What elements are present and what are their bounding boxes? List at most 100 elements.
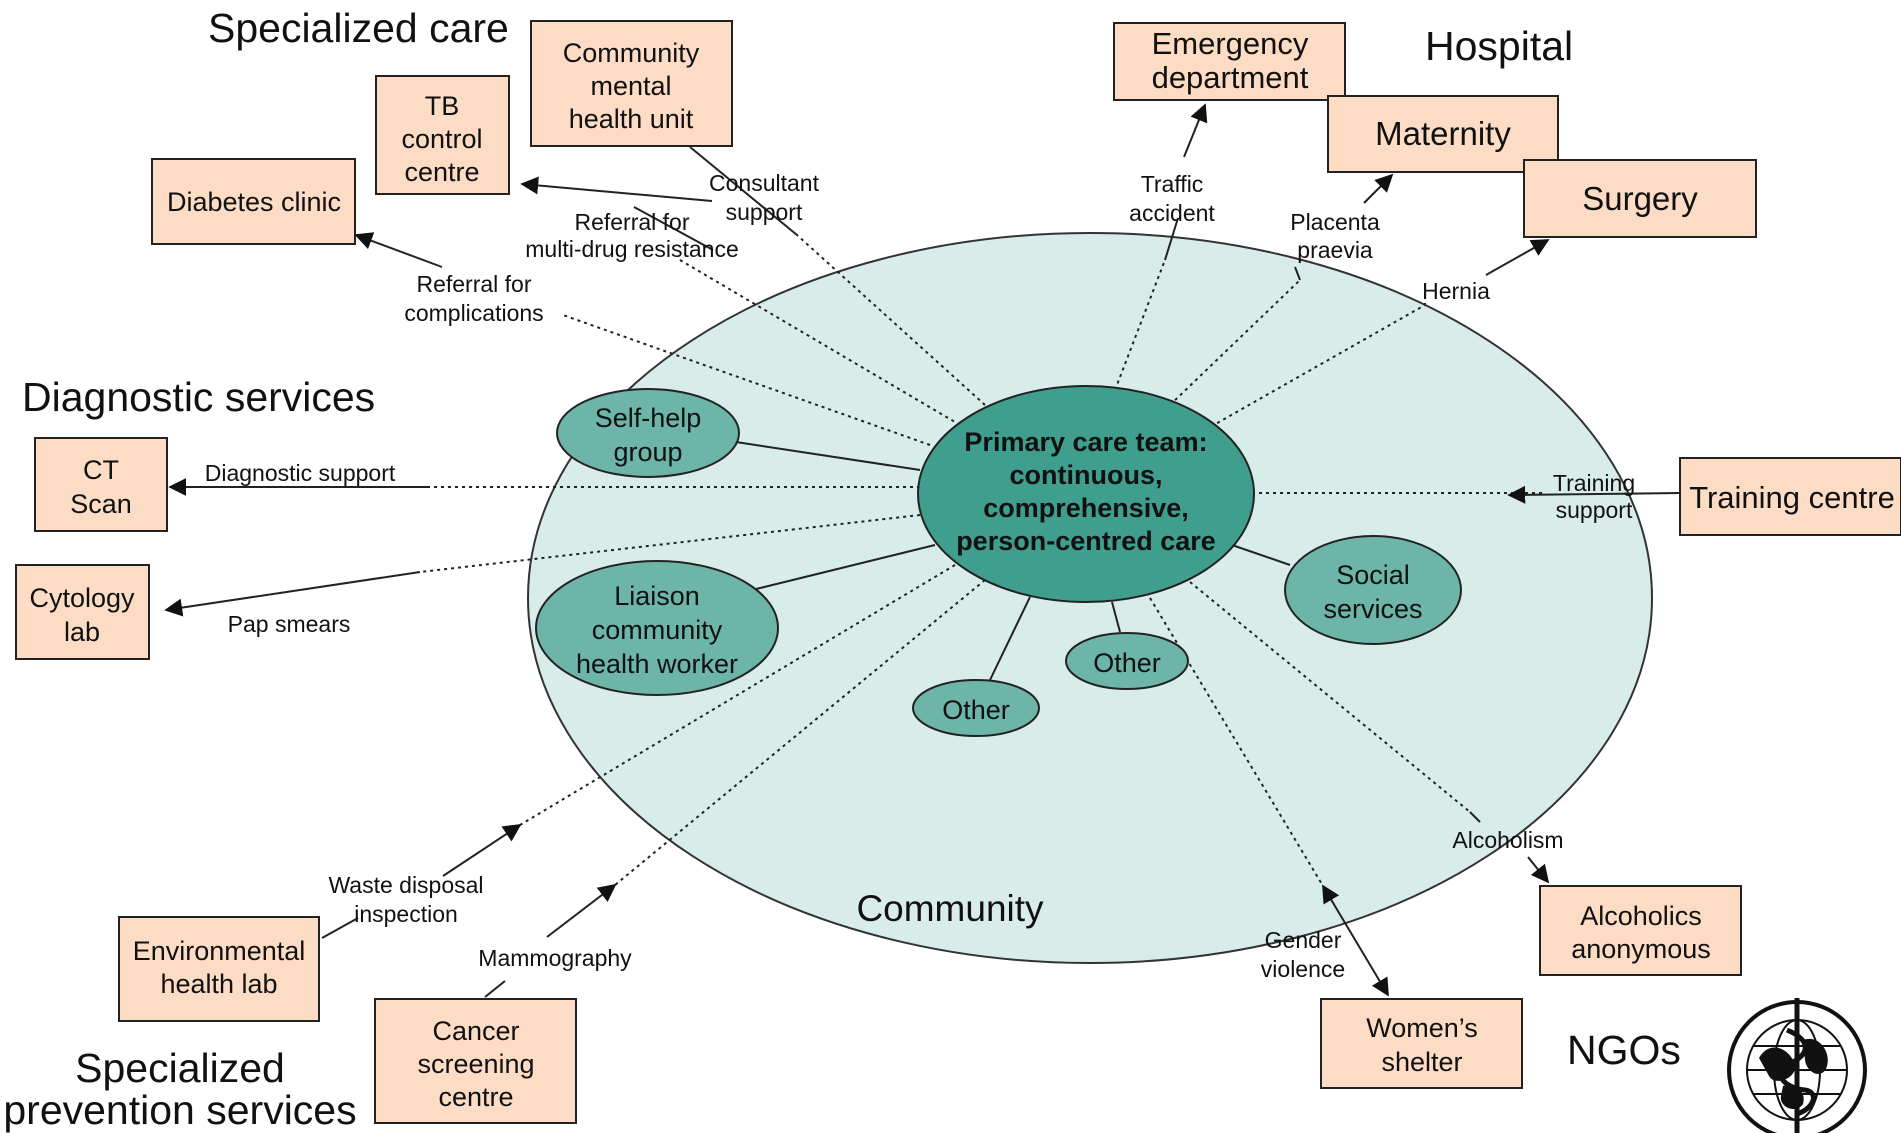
svg-text:centre: centre (438, 1082, 513, 1112)
svg-text:TB: TB (425, 91, 460, 121)
svg-text:person-centred care: person-centred care (956, 526, 1216, 556)
svg-text:services: services (1323, 594, 1422, 624)
svg-text:community: community (592, 615, 723, 645)
svg-text:Consultant: Consultant (709, 170, 820, 196)
waste-disposal-label: Waste disposal inspection (328, 872, 483, 927)
svg-text:Diagnostic support: Diagnostic support (205, 460, 396, 486)
svg-text:continuous,: continuous, (1010, 460, 1163, 490)
region-hospital: Hospital (1425, 23, 1573, 69)
pap-smears-label: Pap smears (228, 611, 351, 637)
surgery-box: Surgery (1523, 159, 1757, 238)
social-services: Social services (1284, 535, 1462, 645)
svg-text:Placenta: Placenta (1290, 209, 1380, 235)
svg-text:Alcoholism: Alcoholism (1452, 827, 1563, 853)
svg-text:health unit: health unit (569, 104, 694, 134)
svg-text:anonymous: anonymous (1571, 934, 1711, 964)
svg-text:Referral for: Referral for (416, 271, 531, 297)
womens-shelter-box: Women’s shelter (1320, 998, 1523, 1089)
svg-text:Mammography: Mammography (478, 945, 632, 971)
svg-text:support: support (1556, 497, 1633, 523)
svg-text:control: control (401, 124, 482, 154)
svg-text:violence: violence (1261, 956, 1345, 982)
dotted-connectors (419, 234, 1545, 887)
diabetes-clinic-box: Diabetes clinic (151, 158, 356, 245)
svg-text:Cancer: Cancer (432, 1016, 519, 1046)
traffic-accident-label: Traffic accident (1129, 171, 1215, 226)
emergency-department-box: Emergency department (1113, 22, 1346, 101)
svg-text:Pap smears: Pap smears (228, 611, 351, 637)
svg-text:shelter: shelter (1381, 1047, 1462, 1077)
svg-text:Alcoholics: Alcoholics (1580, 901, 1702, 931)
region-diagnostic-services: Diagnostic services (22, 374, 375, 420)
svg-text:Women’s: Women’s (1366, 1013, 1478, 1043)
training-centre-box: Training centre (1679, 457, 1901, 536)
region-community: Community (856, 888, 1044, 929)
svg-text:complications: complications (404, 300, 543, 326)
who-emblem-icon (1727, 998, 1867, 1133)
svg-text:Gender: Gender (1265, 927, 1342, 953)
svg-text:Self-help: Self-help (595, 403, 702, 433)
svg-text:Other: Other (1093, 648, 1161, 678)
link-arrows (164, 103, 1681, 998)
svg-text:CT: CT (83, 455, 119, 485)
diagnostic-support-label: Diagnostic support (205, 460, 396, 486)
svg-text:inspection: inspection (354, 901, 458, 927)
svg-text:praevia: praevia (1297, 237, 1373, 263)
svg-text:Referral for: Referral for (574, 209, 689, 235)
svg-text:Liaison: Liaison (614, 581, 700, 611)
svg-text:Training: Training (1553, 470, 1635, 496)
svg-text:multi-drug resistance: multi-drug resistance (525, 236, 738, 262)
svg-text:Emergency: Emergency (1152, 26, 1309, 61)
svg-text:Other: Other (942, 695, 1010, 725)
svg-text:accident: accident (1129, 200, 1215, 226)
svg-text:Maternity: Maternity (1375, 115, 1511, 152)
svg-text:Cytology: Cytology (29, 583, 135, 613)
mammography-label: Mammography (478, 945, 632, 971)
svg-text:Traffic: Traffic (1141, 171, 1204, 197)
svg-text:comprehensive,: comprehensive, (983, 493, 1189, 523)
region-ngos: NGOs (1567, 1027, 1681, 1073)
svg-text:lab: lab (64, 617, 100, 647)
svg-text:Social: Social (1336, 560, 1410, 590)
community-mental-health-unit-box: Community mental health unit (530, 20, 733, 147)
mdr-referral-label: Referral for multi-drug resistance (525, 209, 738, 262)
placenta-praevia-label: Placenta praevia (1290, 209, 1380, 263)
svg-text:support: support (726, 199, 803, 225)
svg-text:Waste disposal: Waste disposal (328, 872, 483, 898)
alcoholics-anonymous-box: Alcoholics anonymous (1539, 885, 1742, 976)
svg-text:Primary care team:: Primary care team: (964, 427, 1207, 457)
hernia-label: Hernia (1422, 278, 1490, 304)
other-right: Other (1065, 632, 1189, 690)
svg-text:Scan: Scan (70, 489, 132, 519)
ct-scan-box: CT Scan (34, 437, 168, 532)
self-help-group: Self-help group (556, 388, 740, 478)
primary-care-team: Primary care team: continuous, comprehen… (917, 385, 1255, 603)
liaison-community-health-worker: Liaison community health worker (535, 560, 779, 696)
other-left: Other (912, 679, 1040, 737)
training-support-label: Training support (1553, 470, 1635, 523)
svg-text:screening: screening (417, 1049, 534, 1079)
alcoholism-label: Alcoholism (1452, 827, 1563, 853)
svg-text:group: group (613, 437, 682, 467)
svg-text:centre: centre (404, 157, 479, 187)
region-specialized-prevention-line1: Specialized (75, 1045, 285, 1091)
cancer-screening-centre-box: Cancer screening centre (374, 998, 577, 1124)
svg-text:health lab: health lab (160, 969, 277, 999)
region-specialized-prevention-line2: prevention services (3, 1087, 356, 1133)
consultant-support-label: Consultant support (709, 170, 820, 225)
complications-referral-label: Referral for complications (404, 271, 543, 326)
svg-text:Surgery: Surgery (1582, 180, 1698, 217)
svg-text:Diabetes clinic: Diabetes clinic (167, 187, 341, 217)
svg-text:department: department (1152, 60, 1309, 95)
gender-violence-label: Gender violence (1261, 927, 1345, 982)
svg-text:Hernia: Hernia (1422, 278, 1490, 304)
maternity-box: Maternity (1327, 95, 1559, 173)
tb-control-centre-box: TB control centre (375, 75, 510, 195)
inner-connectors (735, 441, 1291, 681)
cytology-lab-box: Cytology lab (15, 564, 150, 660)
svg-text:mental: mental (590, 71, 671, 101)
region-specialized-care: Specialized care (208, 5, 509, 51)
svg-text:Environmental: Environmental (133, 936, 306, 966)
svg-text:Community: Community (563, 38, 700, 68)
